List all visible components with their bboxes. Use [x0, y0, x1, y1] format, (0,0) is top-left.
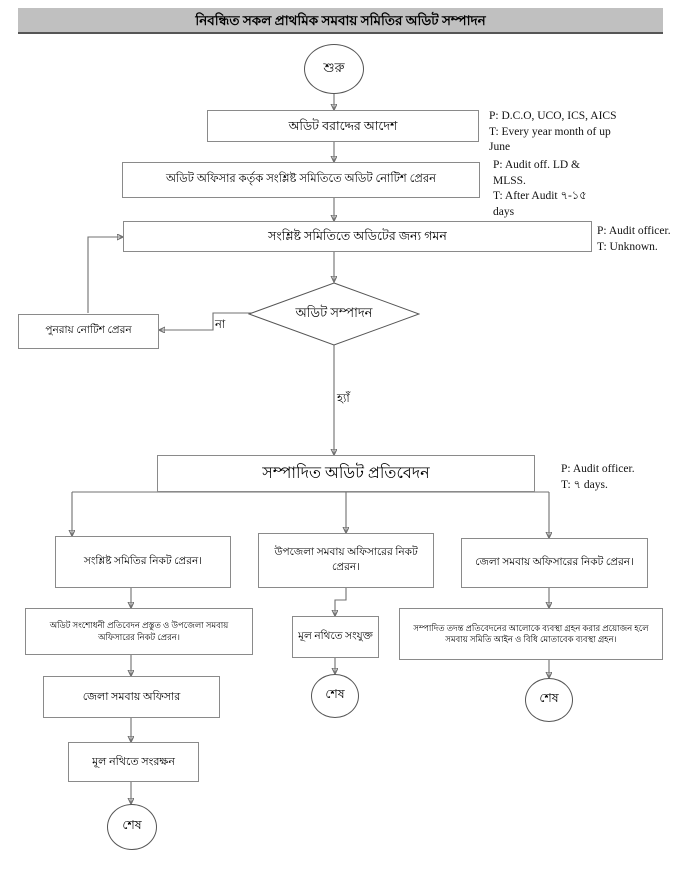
start-terminal[interactable]: শুরু: [304, 44, 364, 94]
end-terminal-middle[interactable]: শেষ: [311, 674, 359, 718]
node-label: সংশ্লিষ্ট সমিতির নিকট প্রেরন।: [83, 555, 203, 567]
diamond-shape: [248, 282, 420, 346]
node-label: সংশ্লিষ্ট সমিতিতে অডিটের জন্য গমন: [268, 229, 447, 244]
annotation-completed-report: P: Audit officer. T: ৭ days.: [561, 463, 635, 491]
node-resend-notice[interactable]: পুনরায় নোটিশ প্রেরন: [18, 314, 159, 349]
node-preserve-in-main-file[interactable]: মূল নথিতে সংরক্ষন: [68, 742, 199, 782]
node-label: জেলা সমবায় অফিসার: [82, 690, 181, 703]
end-terminal-right[interactable]: শেষ: [525, 678, 573, 722]
start-terminal-label: শুরু: [323, 59, 345, 75]
node-label: সম্পাদিত অডিট প্রতিবেদন: [262, 464, 430, 482]
node-completed-audit-report[interactable]: সম্পাদিত অডিট প্রতিবেদন: [157, 455, 535, 492]
edge-label-no: না: [214, 316, 227, 335]
node-visit-society[interactable]: সংশ্লিষ্ট সমিতিতে অডিটের জন্য গমন: [123, 221, 592, 252]
node-label: অডিট বরাদ্দের আদেশ: [288, 118, 398, 133]
node-take-action-per-law[interactable]: সম্পাদিত তদন্ত প্রতিবেদনের আলোকে ব্যবস্থ…: [399, 608, 663, 660]
node-attach-to-main-file[interactable]: মূল নথিতে সংযুক্ত: [292, 616, 379, 658]
node-label: উপজেলা সমবায় অফিসারের নিকট প্রেরন।: [274, 547, 418, 573]
node-label: পুনরায় নোটিশ প্রেরন: [45, 325, 132, 337]
node-label: সম্পাদিত তদন্ত প্রতিবেদনের আলোকে ব্যবস্থ…: [413, 622, 649, 644]
end-terminal-left[interactable]: শেষ: [107, 804, 157, 850]
node-audit-allocation-order[interactable]: অডিট বরাদ্দের আদেশ: [207, 110, 479, 142]
node-district-cooperative-officer[interactable]: জেলা সমবায় অফিসার: [43, 676, 220, 718]
node-send-to-district-officer[interactable]: জেলা সমবায় অফিসারের নিকট প্রেরন।: [461, 538, 648, 588]
end-terminal-label: শেষ: [539, 691, 559, 705]
node-send-to-society[interactable]: সংশ্লিষ্ট সমিতির নিকট প্রেরন।: [55, 536, 231, 588]
annotation-audit-allocation-order: P: D.C.O, UCO, ICS, AICS T: Every year m…: [489, 110, 617, 154]
node-label: জেলা সমবায় অফিসারের নিকট প্রেরন।: [475, 556, 634, 568]
node-label: মূল নথিতে সংরক্ষন: [92, 755, 175, 768]
node-audit-notice[interactable]: অডিট অফিসার কর্তৃক সংশ্লিষ্ট সমিতিতে অডি…: [122, 162, 480, 198]
annotation-visit-society: P: Audit officer. T: Unknown.: [597, 225, 671, 253]
annotation-audit-notice: P: Audit off. LD & MLSS. T: After Audit …: [493, 159, 587, 218]
decision-label: অডিট সম্পাদন: [295, 304, 373, 320]
node-send-to-upazila-officer[interactable]: উপজেলা সমবায় অফিসারের নিকট প্রেরন।: [258, 533, 434, 588]
edge-label-yes: হ্যাঁ: [336, 390, 351, 409]
node-label: অডিট অফিসার কর্তৃক সংশ্লিষ্ট সমিতিতে অডি…: [165, 173, 437, 186]
node-label: মূল নথিতে সংযুক্ত: [298, 630, 373, 642]
end-terminal-label: শেষ: [122, 818, 142, 832]
decision-audit-completed[interactable]: অডিট সম্পাদন: [248, 282, 420, 346]
node-audit-correction-report[interactable]: অডিট সংশোধনী প্রতিবেদন প্রস্তুত ও উপজেলা…: [25, 608, 253, 655]
header-banner: [18, 8, 663, 34]
page-title: নিবন্ধিত সকল প্রাথমিক সমবায় সমিতির অডিট…: [195, 13, 486, 28]
end-terminal-label: শেষ: [325, 687, 345, 701]
node-label: অডিট সংশোধনী প্রতিবেদন প্রস্তুত ও উপজেলা…: [49, 620, 229, 642]
